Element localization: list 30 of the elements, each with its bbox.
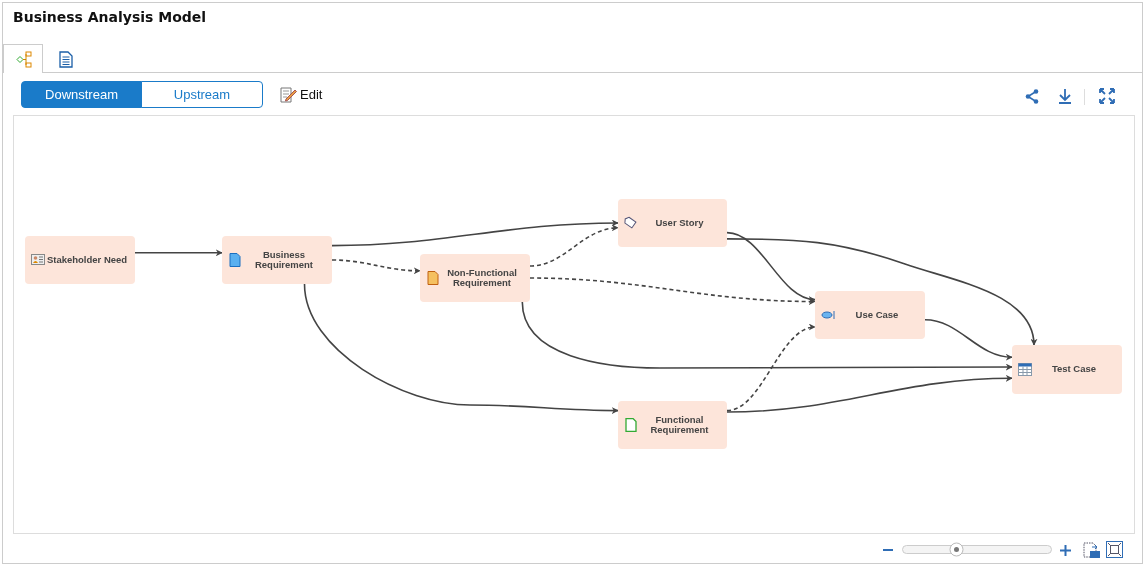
- process-box: [222, 236, 332, 284]
- node-label: Functional Requirement: [649, 414, 710, 436]
- arrow: [134, 249, 223, 257]
- node-label: Test Case: [1050, 364, 1098, 375]
- process-box: [25, 236, 135, 284]
- process-box: [618, 401, 727, 449]
- downstream-button: Downstream: [21, 81, 142, 108]
- upstream-button: Upstream: [141, 81, 263, 108]
- dashed-arrow: [529, 277, 816, 305]
- node-label: Use Case: [854, 309, 900, 321]
- arrow: [303, 283, 619, 415]
- process-box: [1012, 345, 1122, 394]
- title: Business Analysis Model: [13, 9, 207, 25]
- dashed-arrow: [726, 324, 816, 412]
- node-label: Stakeholder Need: [45, 254, 129, 266]
- dashed-arrow: [331, 259, 421, 275]
- process-box: [618, 199, 727, 247]
- arrow: [331, 219, 619, 247]
- arrow: [726, 231, 816, 303]
- process-box: [420, 254, 530, 302]
- process-box: [815, 291, 925, 339]
- node-label: User Story: [654, 217, 705, 229]
- arrow: [726, 238, 1037, 346]
- arrow: [521, 301, 1013, 371]
- node-label: Non-Functional Requirement: [446, 267, 518, 289]
- node-label: Business Requirement: [253, 249, 315, 271]
- arrow: [726, 374, 1013, 413]
- dashed-arrow: [529, 224, 619, 267]
- edit-link: Edit: [300, 87, 323, 102]
- arrow: [924, 319, 1013, 361]
